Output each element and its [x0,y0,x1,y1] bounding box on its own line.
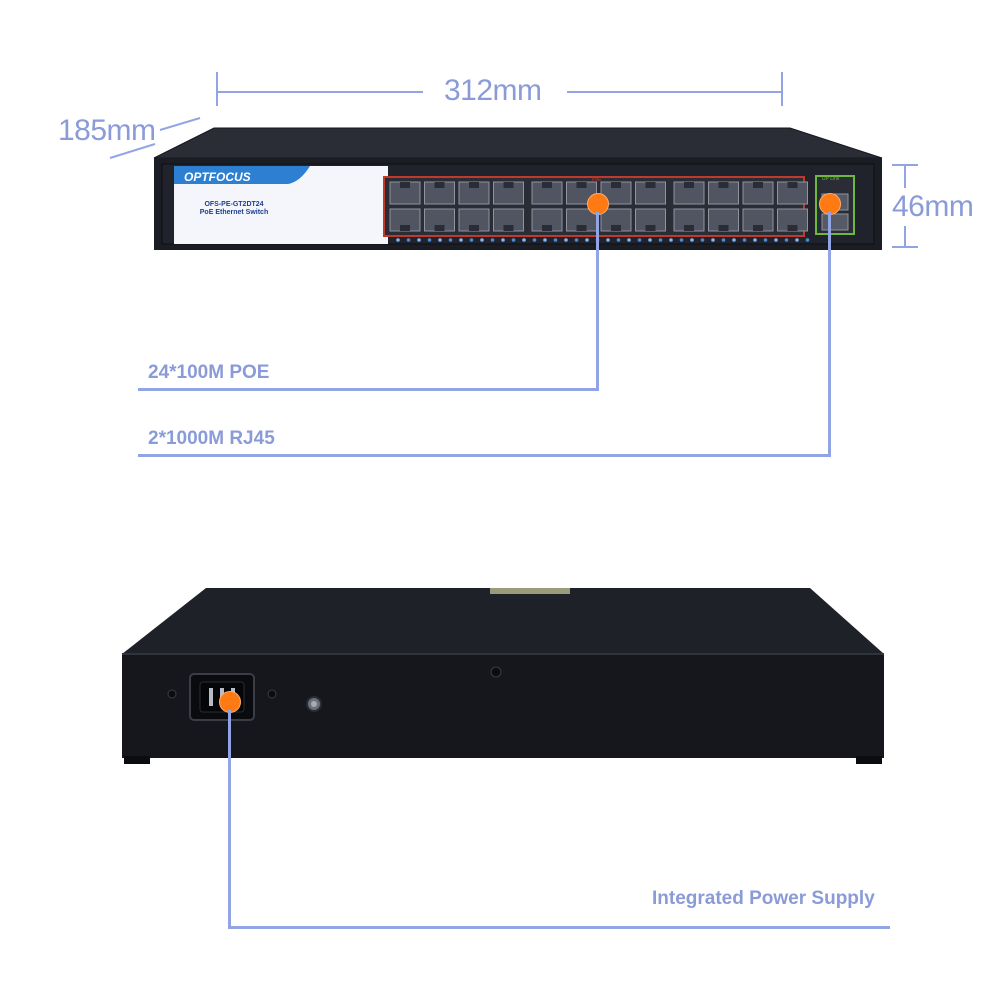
port-led [511,238,516,242]
poe-port-latch [542,182,552,188]
depth-label: 185mm [58,114,156,147]
port-led [805,238,810,242]
port-led [553,238,558,242]
port-led [543,238,547,242]
port-led [732,238,736,242]
poe-port-latch [787,182,798,188]
poe-port-latch [576,225,587,231]
poe-port-latch [787,225,798,231]
depth-ticks [109,117,201,159]
port-led [417,238,421,242]
brand-logo: OPTFOCUS [184,170,251,184]
switch-rear-view [122,588,884,764]
poe-port-latch [434,182,445,188]
port-led [564,238,568,242]
poe-port-latch [611,225,621,231]
port-led [606,238,610,242]
power-callout-label: Integrated Power Supply [652,888,875,909]
poe-port-latch [542,225,552,231]
power-callout-horizontal [228,926,890,929]
poe-port-latch [753,225,763,231]
port-led [711,238,715,242]
port-led [742,238,747,242]
port-led [574,238,579,242]
poe-port-latch [400,225,410,231]
port-led [627,238,631,242]
port-led [406,238,411,242]
poe-port-latch [718,182,729,188]
width-right-tick [781,72,783,106]
poe-group-label: PoE [592,177,602,183]
poe-callout-horizontal [138,388,599,391]
port-led [427,238,432,242]
port-led [669,238,673,242]
port-led [658,238,663,242]
port-led [585,238,589,242]
port-led [763,238,768,242]
port-led [721,238,726,242]
poe-port-latch [434,225,445,231]
poe-callout-label: 24*100M POE [148,362,270,383]
port-led [784,238,789,242]
poe-port-latch [611,182,621,188]
height-bottom-tick [892,246,918,248]
port-led [700,238,705,242]
poe-port-latch [469,182,479,188]
port-led [480,238,484,242]
port-led [690,238,694,242]
height-line-bottom [904,226,906,246]
height-line-top [904,166,906,188]
poe-port-latch [753,182,763,188]
poe-port-latch [503,182,514,188]
port-led [522,238,526,242]
poe-port-latch [400,182,410,188]
poe-callout-vertical [596,212,599,390]
model-subtitle: PoE Ethernet Switch [199,209,269,216]
poe-port-latch [645,225,656,231]
height-label: 46mm [892,190,974,223]
port-led [795,238,799,242]
port-led [490,238,495,242]
power-callout-vertical [228,710,231,928]
width-line-right [567,91,781,93]
port-led [459,238,463,242]
poe-port-latch [469,225,479,231]
poe-port-latch [684,225,694,231]
port-led [501,238,505,242]
width-label: 312mm [444,74,542,107]
port-led [532,238,537,242]
port-led [774,238,778,242]
port-led [648,238,652,242]
model-number: OFS-PE-GT2DT24 [204,201,264,208]
port-led [753,238,757,242]
width-left-tick [216,72,218,106]
port-led [469,238,474,242]
uplink-callout-vertical [828,212,831,456]
port-led [396,238,400,242]
width-line-left [218,91,423,93]
uplink-callout-horizontal [138,454,831,457]
poe-port-latch [503,225,514,231]
poe-port-latch [645,182,656,188]
port-led [448,238,453,242]
poe-port-latch [576,182,587,188]
port-led [616,238,621,242]
port-led [637,238,642,242]
uplink-callout-label: 2*1000M RJ45 [148,428,275,449]
poe-port-latch [718,225,729,231]
height-top-tick [892,164,918,166]
uplink-label: UP Link [822,176,840,182]
poe-port-latch [684,182,694,188]
port-led [679,238,684,242]
port-led [438,238,442,242]
switch-front-view [153,127,883,250]
